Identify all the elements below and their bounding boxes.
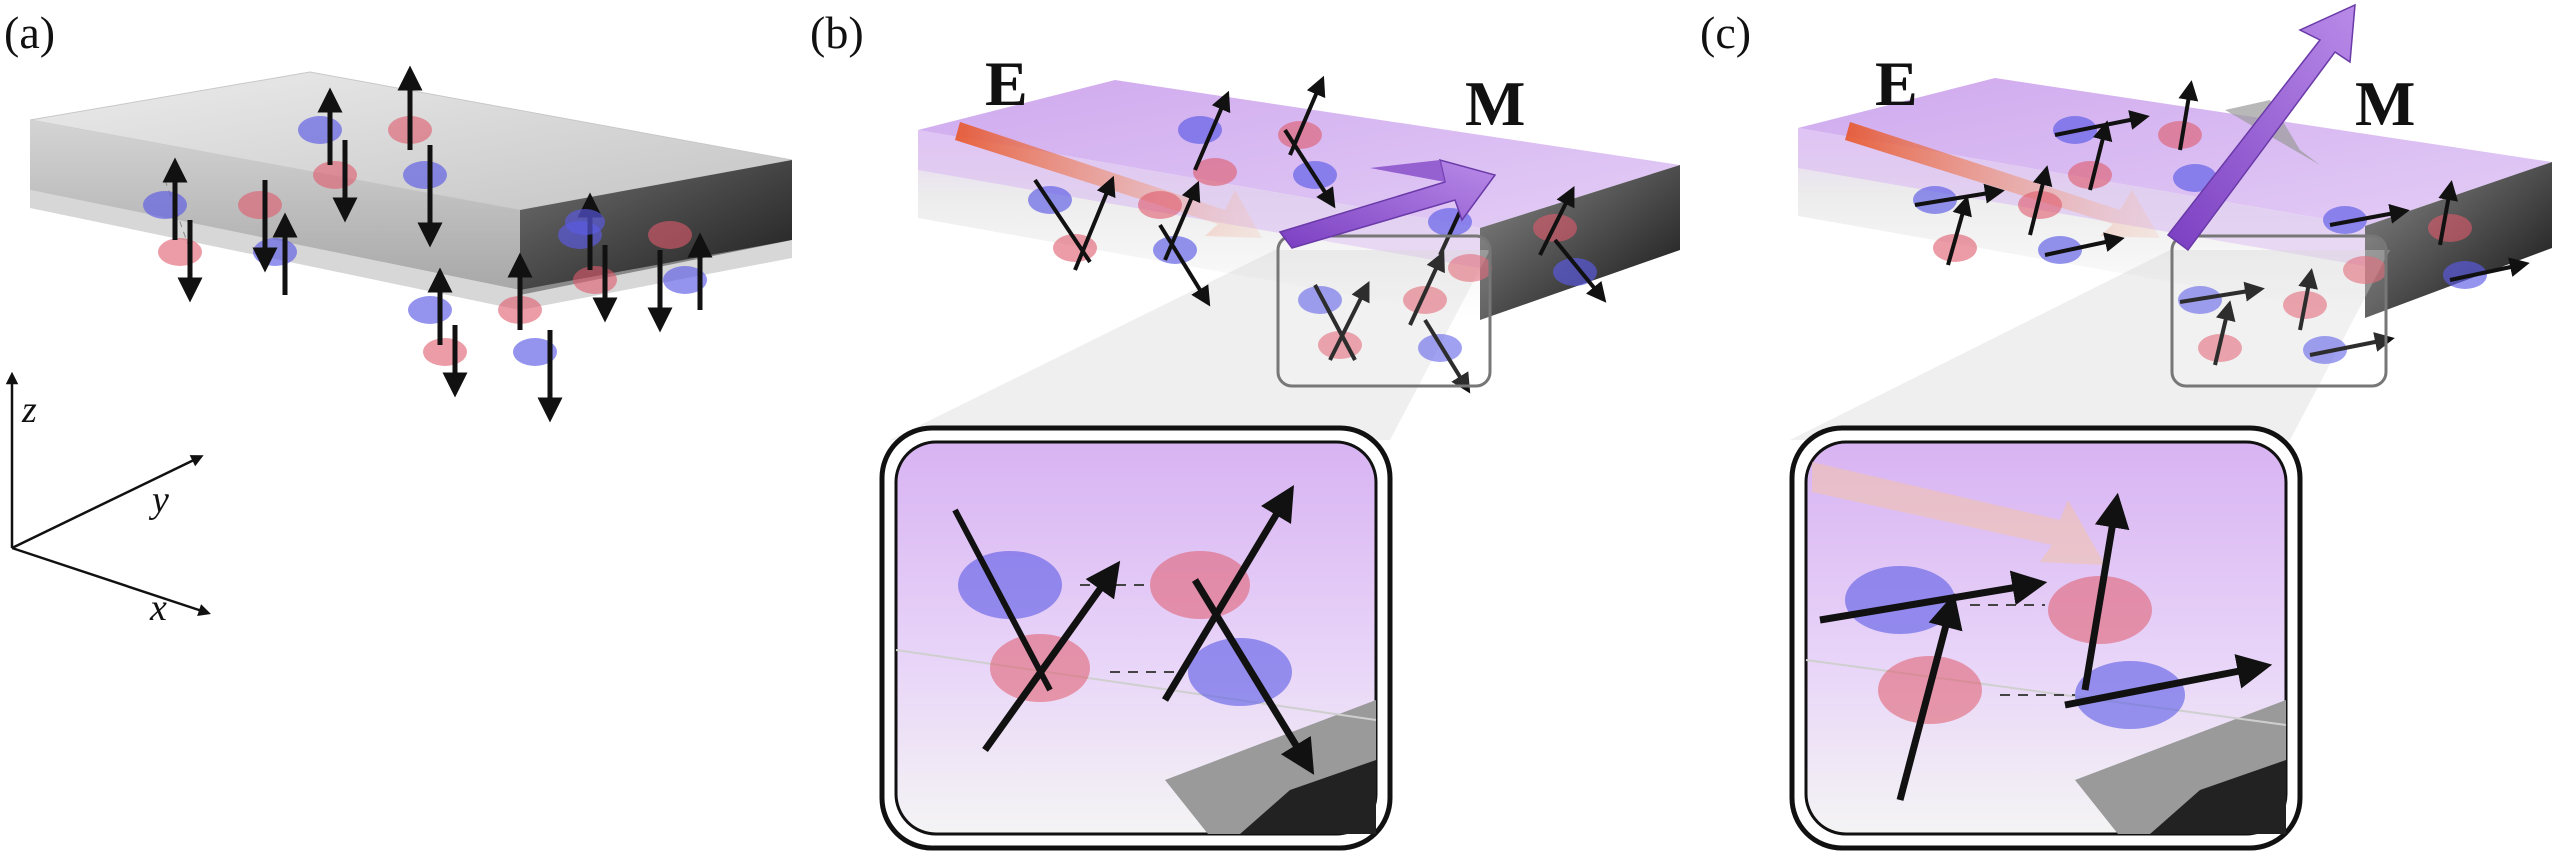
electric-field-arrow-c: E [1845,48,2160,238]
spin-cluster-b1 [1028,175,1211,307]
spin-cluster-a2 [298,65,447,248]
spin-cluster-c1 [1913,165,2125,266]
slab-side-b [1480,165,1680,320]
zoom-cone-c [1790,250,2390,440]
spin-cluster-a4 [565,209,605,235]
y-axis-label: y [148,479,169,521]
spin-cluster-c3 [2323,180,2530,289]
field-label-e-b: E [985,48,1028,119]
x-axis [11,546,211,616]
slab-top-c [1798,78,2552,226]
panel-label-c: (c) [1700,7,1751,58]
panel-b: (b) E [810,7,1680,851]
panel-c: (c) E [1700,3,2552,851]
x-axis-label: x [149,587,167,629]
panel-label-b: (b) [810,7,864,58]
orbital-blue [143,191,187,219]
inset-zoom-c [1789,425,2303,851]
spin-cluster-c2 [2053,80,2217,192]
inset-zoom-b [879,425,1393,851]
magnetization-arrow-c: M [2166,3,2415,252]
panel-label-a: (a) [4,7,55,58]
orbital-blue [253,238,297,266]
spin-cluster-c4 [2178,268,2395,366]
orbital-red [158,238,202,266]
zoom-region-b [1276,234,1492,388]
magnetization-arrow-b: M [1278,68,1525,249]
y-axis [11,455,204,550]
field-label-e-c: E [1875,48,1918,119]
spin-cluster-a1 [143,157,298,303]
zoom-region-c [2170,234,2388,388]
panel-a: (a) [4,7,793,629]
spin-cluster-a5 [408,252,563,423]
magnetization-label-m-c: M [2355,68,2415,139]
orbital-red [238,191,282,219]
coordinate-axes: z y x [5,371,211,629]
z-axis-label: z [21,389,37,431]
spin-cluster-b4 [1298,250,1471,394]
spin-cluster-b2 [1178,75,1337,209]
magnetization-label-m-b: M [1465,68,1525,139]
